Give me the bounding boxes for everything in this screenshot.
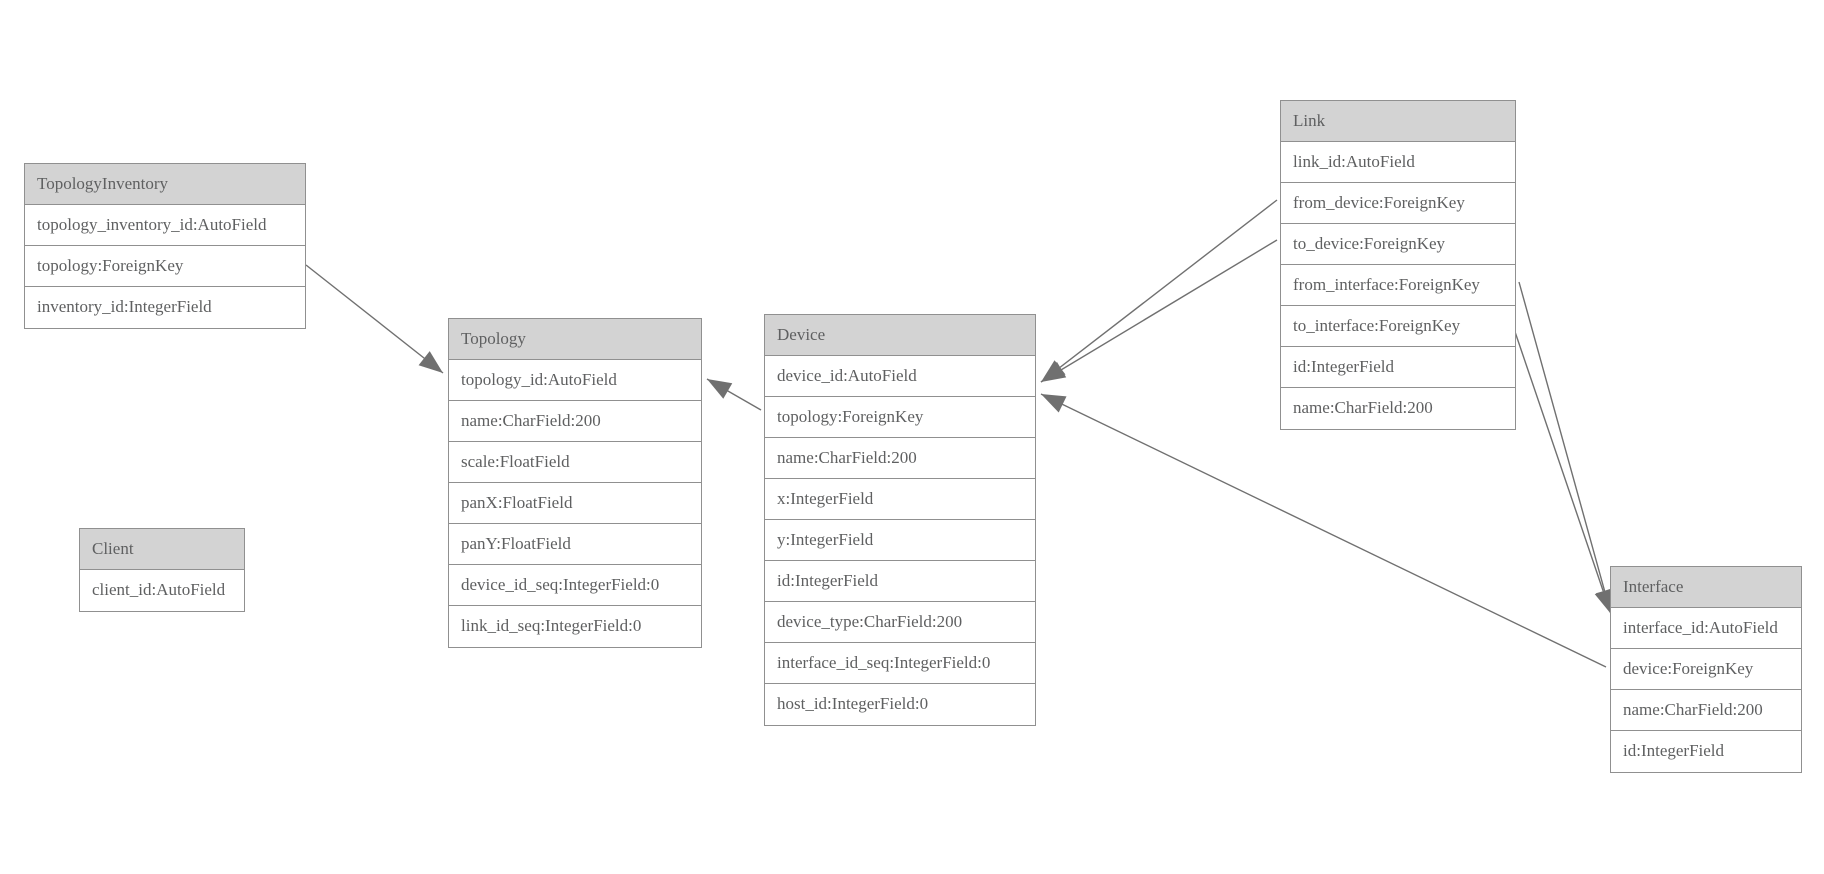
entity-field-row[interactable]: from_device:ForeignKey <box>1281 183 1515 224</box>
entity-title: Client <box>80 529 244 570</box>
entity-field-row[interactable]: name:CharField:200 <box>449 401 701 442</box>
relationship-line <box>305 264 444 374</box>
entity-field-row[interactable]: link_id:AutoField <box>1281 142 1515 183</box>
relationship-edge <box>1040 239 1278 383</box>
entity-field-row[interactable]: interface_id:AutoField <box>1611 608 1801 649</box>
entity-field-row[interactable]: id:IntegerField <box>765 561 1035 602</box>
relationship-arrowhead <box>418 351 443 373</box>
entity-field-row[interactable]: host_id:IntegerField:0 <box>765 684 1035 725</box>
entity-field-row[interactable]: panY:FloatField <box>449 524 701 565</box>
entity-field-row[interactable]: from_interface:ForeignKey <box>1281 265 1515 306</box>
entity-field-row[interactable]: link_id_seq:IntegerField:0 <box>449 606 701 647</box>
relationship-arrowhead <box>1041 394 1067 413</box>
relationship-edge <box>1511 322 1612 615</box>
relationship-line <box>1040 199 1278 383</box>
entity-field-row[interactable]: id:IntegerField <box>1611 731 1801 772</box>
entity-field-row[interactable]: device:ForeignKey <box>1611 649 1801 690</box>
relationship-edge <box>1040 199 1278 383</box>
relationship-line <box>1511 322 1612 615</box>
entity-title: Link <box>1281 101 1515 142</box>
relationship-line <box>1040 239 1278 383</box>
entity-field-row[interactable]: to_device:ForeignKey <box>1281 224 1515 265</box>
entity-field-row[interactable]: inventory_id:IntegerField <box>25 287 305 328</box>
relationship-line <box>1518 281 1612 615</box>
entity-field-row[interactable]: client_id:AutoField <box>80 570 244 611</box>
entity-field-row[interactable]: panX:FloatField <box>449 483 701 524</box>
relationship-arrowhead <box>707 379 733 399</box>
relationship-line <box>1040 393 1607 668</box>
entity-field-row[interactable]: device_id_seq:IntegerField:0 <box>449 565 701 606</box>
entity-field-row[interactable]: name:CharField:200 <box>1611 690 1801 731</box>
entity-field-row[interactable]: device_id:AutoField <box>765 356 1035 397</box>
entity-field-row[interactable]: topology:ForeignKey <box>25 246 305 287</box>
entity-field-row[interactable]: id:IntegerField <box>1281 347 1515 388</box>
relationship-edge <box>706 378 762 411</box>
entity-field-row[interactable]: name:CharField:200 <box>1281 388 1515 429</box>
entity-field-row[interactable]: x:IntegerField <box>765 479 1035 520</box>
entity-field-row[interactable]: device_type:CharField:200 <box>765 602 1035 643</box>
entity-field-row[interactable]: to_interface:ForeignKey <box>1281 306 1515 347</box>
entity-title: Device <box>765 315 1035 356</box>
entity-title: TopologyInventory <box>25 164 305 205</box>
entity-field-row[interactable]: name:CharField:200 <box>765 438 1035 479</box>
relationship-arrowhead <box>1041 360 1066 382</box>
relationship-line <box>706 378 762 411</box>
relationship-edge <box>1518 281 1614 615</box>
entity-field-row[interactable]: topology:ForeignKey <box>765 397 1035 438</box>
entity-title: Topology <box>449 319 701 360</box>
entity-title: Interface <box>1611 567 1801 608</box>
entity-field-row[interactable]: interface_id_seq:IntegerField:0 <box>765 643 1035 684</box>
entity-field-row[interactable]: scale:FloatField <box>449 442 701 483</box>
relationship-arrowhead <box>1041 361 1067 382</box>
entity-field-row[interactable]: y:IntegerField <box>765 520 1035 561</box>
relationship-edge <box>305 264 444 374</box>
entity-field-row[interactable]: topology_inventory_id:AutoField <box>25 205 305 246</box>
entity-field-row[interactable]: topology_id:AutoField <box>449 360 701 401</box>
